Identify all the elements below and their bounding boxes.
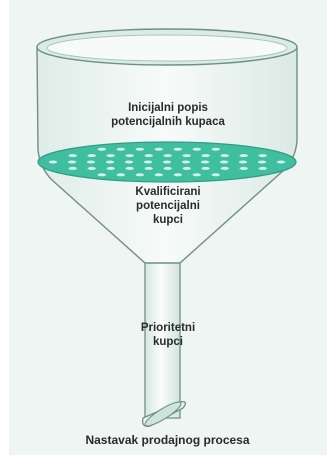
filter-hole <box>155 173 163 176</box>
filter-hole <box>202 167 210 170</box>
filter-hole <box>106 161 114 164</box>
filter-hole <box>240 167 248 170</box>
filter-hole <box>201 161 209 164</box>
filter-hole <box>136 148 144 151</box>
filter-hole <box>193 173 201 176</box>
filter-hole <box>259 167 267 170</box>
stage-priority-line1: Prioritetni <box>118 321 218 335</box>
filter-hole <box>88 167 96 170</box>
filter-hole <box>163 161 171 164</box>
filter-hole <box>126 154 134 157</box>
filter-hole <box>126 167 134 170</box>
stage-qualified-leads: Kvalificirani potencijalni kupci <box>108 185 228 227</box>
filter-hole <box>193 148 201 151</box>
filter-hole <box>69 154 77 157</box>
filter-hole <box>164 154 172 157</box>
filter-hole <box>221 154 229 157</box>
filter-hole <box>221 167 229 170</box>
filter-hole <box>87 161 95 164</box>
filter-hole <box>98 148 106 151</box>
stage-qualified-line3: kupci <box>108 213 228 227</box>
filter-hole <box>117 148 125 151</box>
stage-initial-leads: Inicijalni popis potencijalnih kupaca <box>88 101 248 129</box>
filter-hole <box>240 154 248 157</box>
filter-hole <box>49 161 57 164</box>
filter-hole <box>212 173 220 176</box>
filter-hole <box>69 167 77 170</box>
filter-hole <box>145 154 153 157</box>
filter-hole <box>88 154 96 157</box>
filter-hole <box>125 161 133 164</box>
stage-priority-leads: Prioritetni kupci <box>118 321 218 349</box>
filter-hole <box>68 161 76 164</box>
filter-hole <box>174 148 182 151</box>
filter-hole <box>182 161 190 164</box>
filter-hole <box>107 154 115 157</box>
filter-hole <box>174 173 182 176</box>
stage-qualified-line2: potencijalni <box>108 199 228 213</box>
filter-hole <box>164 167 172 170</box>
filter-hole <box>183 167 191 170</box>
filter-hole <box>277 161 285 164</box>
filter-hole <box>144 161 152 164</box>
outcome-label: Nastavak prodajnog procesa <box>40 433 295 447</box>
filter-hole <box>212 148 220 151</box>
stage-initial-line1: Inicijalni popis <box>88 101 248 115</box>
filter-hole <box>220 161 228 164</box>
stage-initial-line2: potencijalnih kupaca <box>88 115 248 129</box>
stage-qualified-line1: Kvalificirani <box>108 185 228 199</box>
filter-hole <box>98 173 106 176</box>
filter-hole <box>239 161 247 164</box>
filter-hole <box>202 154 210 157</box>
filter-hole <box>145 167 153 170</box>
filter-hole <box>259 154 267 157</box>
filter-hole <box>117 173 125 176</box>
filter-hole <box>183 154 191 157</box>
filter-hole <box>155 148 163 151</box>
filter-hole <box>107 167 115 170</box>
filter-hole <box>136 173 144 176</box>
filter-hole <box>258 161 266 164</box>
stage-priority-line2: kupci <box>118 335 218 349</box>
